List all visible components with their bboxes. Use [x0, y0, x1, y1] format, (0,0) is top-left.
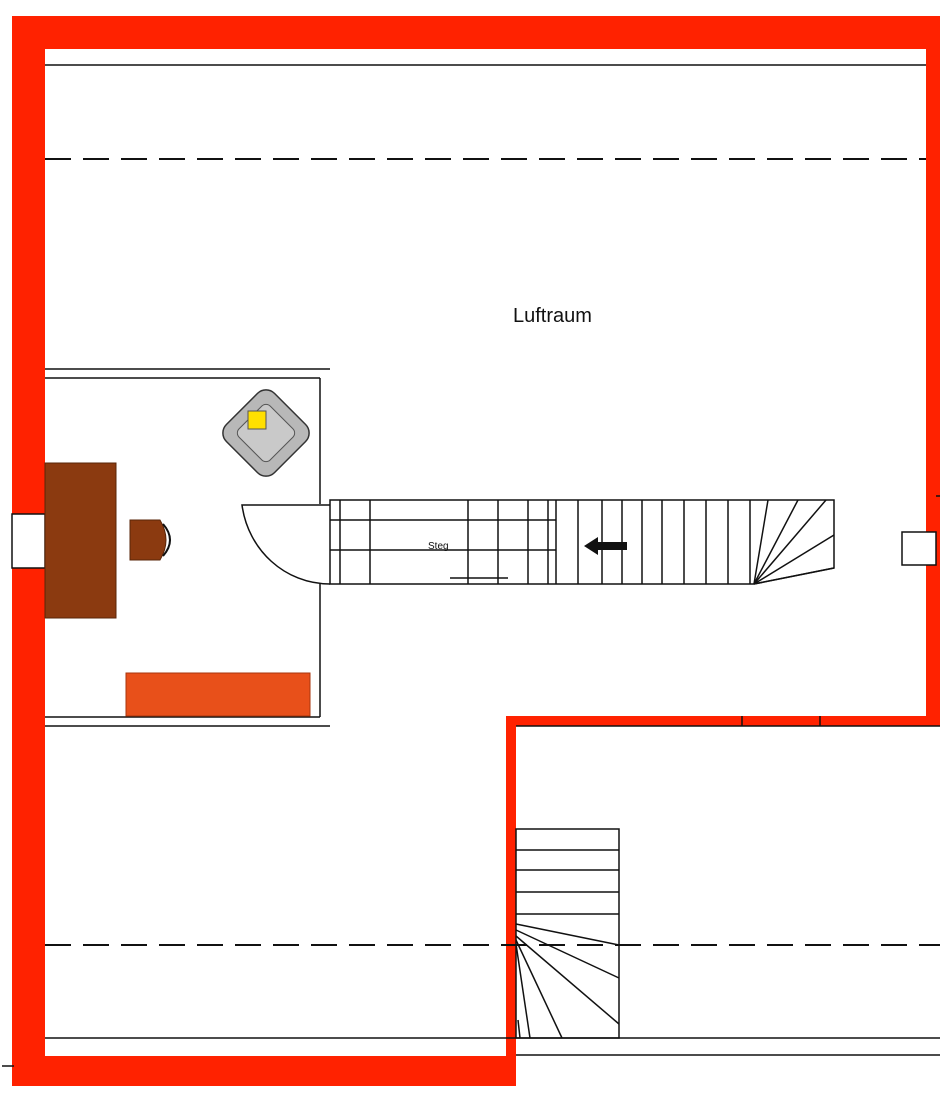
- bench-icon: [125, 672, 311, 717]
- stair-label: Steg: [428, 541, 449, 552]
- armchair-icon: [222, 389, 310, 477]
- desk-icon: [44, 462, 117, 619]
- wall-top: [12, 16, 940, 49]
- wall-inner-vertical: [506, 716, 516, 1056]
- wall-left-upper: [12, 16, 45, 514]
- lower-staircase: [515, 828, 620, 1039]
- window-left: [11, 513, 46, 569]
- lower-stair-outline: [515, 828, 620, 1039]
- door-swing: [241, 504, 331, 585]
- windows: [11, 513, 937, 569]
- lower-winder-steps: [515, 923, 620, 1039]
- office-chair-icon: [129, 519, 171, 561]
- roof-slope-lines: [45, 158, 940, 946]
- wall-left-lower: [12, 568, 45, 1086]
- office-room: [45, 368, 331, 727]
- wall-right: [926, 16, 940, 726]
- stair-treads: [339, 500, 751, 584]
- armchair-cushion: [247, 410, 267, 430]
- stair-outline: [329, 499, 835, 585]
- lower-stair-treads: [516, 849, 619, 915]
- wall-bottom: [12, 1056, 516, 1086]
- winder-steps: [753, 499, 835, 585]
- stair-direction-arrow-icon: [584, 537, 627, 555]
- main-staircase: [329, 499, 835, 585]
- window-right: [901, 531, 937, 566]
- construction-lines: [2, 64, 940, 1067]
- room-label-luftraum: Luftraum: [513, 305, 592, 327]
- wall-inner-horizontal: [506, 716, 940, 726]
